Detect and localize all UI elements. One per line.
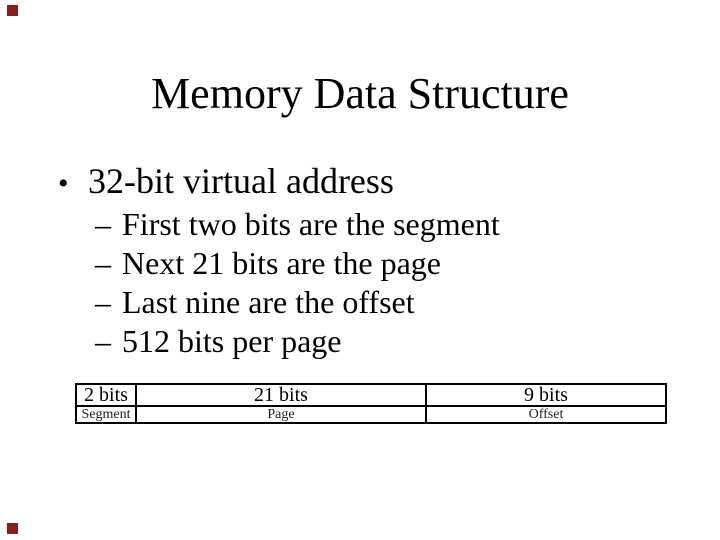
cell-page-label: Page: [135, 405, 427, 424]
bullet-item: • 32-bit virtual address: [58, 163, 394, 202]
sub-bullet-text: First two bits are the segment: [122, 206, 500, 242]
corner-marker-bottom-icon: [7, 523, 18, 534]
sub-bullet-text: Last nine are the offset: [122, 284, 415, 320]
dash-marker-icon: –: [95, 206, 111, 242]
sub-bullet-item: –Next 21 bits are the page: [95, 244, 500, 283]
cell-offset-label: Offset: [425, 405, 667, 424]
dash-marker-icon: –: [95, 284, 111, 320]
cell-offset-bits: 9 bits: [425, 383, 667, 407]
slide-title: Memory Data Structure: [151, 69, 569, 118]
sub-bullet-item: –512 bits per page: [95, 322, 500, 361]
cell-segment-label: Segment: [75, 405, 137, 424]
sub-bullet-item: –Last nine are the offset: [95, 283, 500, 322]
sub-bullet-item: –First two bits are the segment: [95, 205, 500, 244]
sub-bullet-text: Next 21 bits are the page: [122, 245, 441, 281]
sub-bullet-text: 512 bits per page: [122, 323, 342, 359]
corner-marker-top-icon: [7, 5, 18, 16]
table-row-labels: Segment Page Offset: [75, 405, 667, 424]
bitfield-table: 2 bits 21 bits 9 bits Segment Page Offse…: [75, 383, 667, 424]
cell-page-bits: 21 bits: [135, 383, 427, 407]
dash-marker-icon: –: [95, 245, 111, 281]
bullet-text: 32-bit virtual address: [88, 161, 394, 201]
table-row-bits: 2 bits 21 bits 9 bits: [75, 383, 667, 407]
cell-segment-bits: 2 bits: [75, 383, 137, 407]
bullet-marker-icon: •: [58, 167, 69, 200]
dash-marker-icon: –: [95, 323, 111, 359]
sub-bullet-list: –First two bits are the segment –Next 21…: [95, 205, 500, 361]
